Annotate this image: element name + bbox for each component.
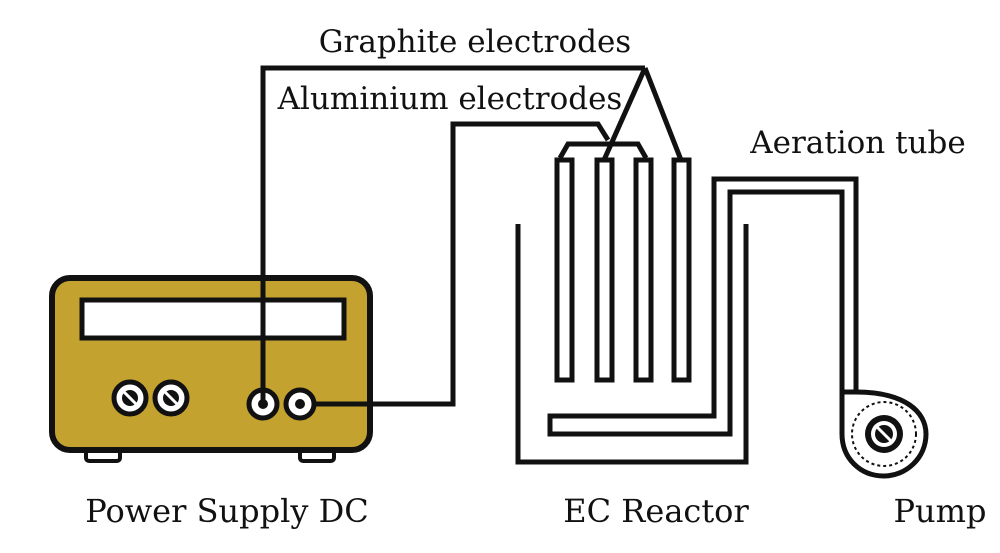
- label-ec-reactor: EC Reactor: [563, 492, 749, 530]
- graphite-electrode-2: [671, 157, 692, 383]
- pump-housing-inner: [851, 401, 917, 467]
- label-aeration-tube: Aeration tube: [749, 125, 966, 161]
- wire-aluminium: [314, 121, 611, 407]
- reactor-tank: [515, 224, 749, 465]
- aluminium-electrode-bridge: [557, 141, 649, 160]
- wire-graphite-branch-2: [642, 67, 684, 161]
- aluminium-electrode-2: [633, 157, 654, 383]
- label-power-supply: Power Supply DC: [85, 492, 368, 530]
- pump: [839, 389, 929, 479]
- graphite-electrode-1: [594, 157, 615, 383]
- pump-rotor-icon: [865, 415, 903, 453]
- label-graphite-electrodes: Graphite electrodes: [319, 24, 631, 60]
- wires: [260, 65, 684, 407]
- control-knob-right: [152, 379, 190, 417]
- aluminium-electrode-1: [554, 157, 575, 383]
- power-supply-display: [79, 297, 347, 341]
- label-aluminium-electrodes: Aluminium electrodes: [277, 81, 623, 117]
- wire-graphite: [260, 65, 645, 404]
- power-supply-unit: [49, 275, 373, 463]
- terminal-right: [283, 387, 317, 421]
- control-knob-left: [111, 379, 149, 417]
- label-pump: Pump: [894, 492, 987, 530]
- ec-reactor: [515, 141, 859, 465]
